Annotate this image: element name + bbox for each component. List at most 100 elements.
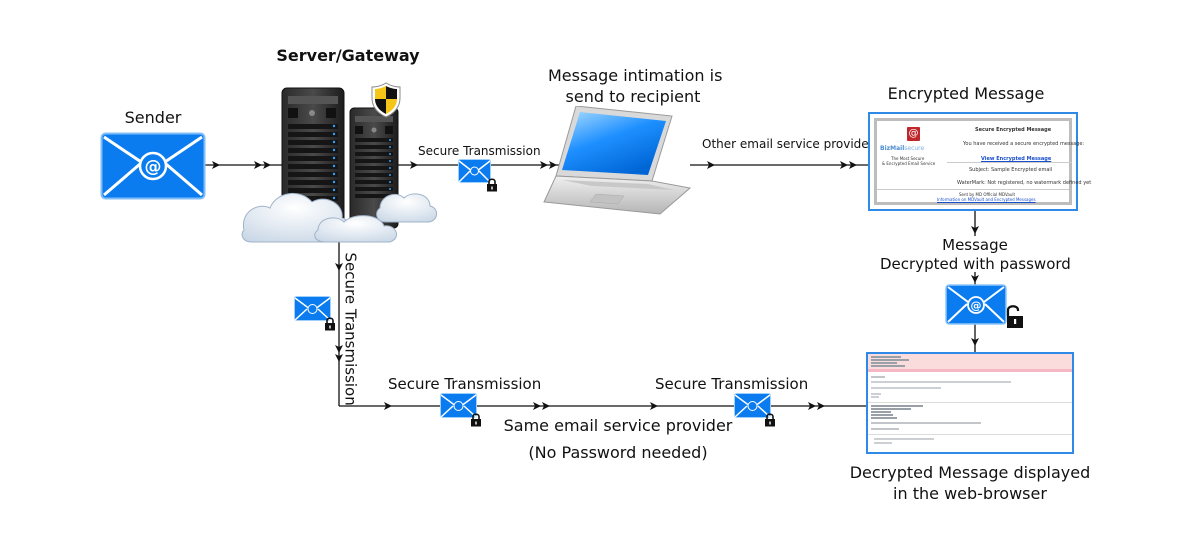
envelope-at-icon xyxy=(734,393,771,418)
unlocked-padlock-icon xyxy=(1006,305,1023,328)
server-label: Server/Gateway xyxy=(276,46,420,65)
text-line xyxy=(871,359,909,361)
text-line xyxy=(874,438,934,440)
arrowhead xyxy=(410,161,418,169)
encrypted-message-frame: @ BizMailsecure The Most Secure & Encryp… xyxy=(874,118,1091,205)
sender-envelope-icon[interactable]: @ xyxy=(100,132,206,200)
text-line xyxy=(871,393,881,395)
enc-heading: Secure Encrypted Message xyxy=(975,127,1052,133)
arrowhead xyxy=(849,161,857,169)
enc-footer-link[interactable]: Information on MDVault and Encrypted Mes… xyxy=(937,197,1036,202)
svg-text:@: @ xyxy=(145,157,162,177)
edge-label-bottom-second: Secure Transmission xyxy=(655,375,809,393)
arrowhead xyxy=(971,275,979,283)
secure-envelope-2 xyxy=(294,296,336,332)
brand-tagline-1: The Most Secure xyxy=(891,156,925,161)
envelope-at-icon xyxy=(458,159,491,183)
arrowhead xyxy=(971,226,979,234)
text-line xyxy=(874,442,892,444)
security-shield-icon xyxy=(371,82,401,118)
edge-label-server-laptop: Secure Transmission xyxy=(418,144,541,158)
email-header-bar xyxy=(868,369,1072,372)
decrypt-label-line2: Decrypted with password xyxy=(880,255,1071,273)
decrypted-envelope: @ xyxy=(945,284,1027,330)
text-line xyxy=(871,417,897,419)
secure-envelope-4 xyxy=(734,393,776,427)
text-line xyxy=(871,414,893,416)
arrowhead xyxy=(533,402,541,410)
envelope-at-icon xyxy=(294,296,331,321)
brand-name: BizMailsecure xyxy=(880,145,924,152)
edge-label-laptop-encrypted: Other email service provider xyxy=(702,137,874,151)
text-line xyxy=(871,428,899,430)
decrypted-message-browser-view[interactable] xyxy=(866,352,1074,454)
server-rack-icon xyxy=(241,87,437,243)
divider xyxy=(868,402,1072,403)
arrowheads xyxy=(212,161,979,410)
brand-name-part2: secure xyxy=(904,145,925,152)
arrowhead xyxy=(971,338,979,346)
decrypt-label-line1: Message xyxy=(942,236,1008,254)
arrowhead xyxy=(384,402,392,410)
text-line xyxy=(871,396,879,398)
divider xyxy=(868,434,1072,435)
email-header xyxy=(868,354,1072,369)
enc-subject: Subject: Sample Encrypted email xyxy=(969,167,1053,173)
text-line xyxy=(871,365,905,367)
arrowhead xyxy=(254,161,262,169)
arrowhead xyxy=(212,161,220,169)
arrowhead xyxy=(335,263,343,271)
locked-padlock-icon xyxy=(765,413,775,427)
enc-footer-1: Sent by MD Official MDVault xyxy=(959,192,1016,197)
text-line xyxy=(871,405,923,407)
brand-name-part1: BizMail xyxy=(880,145,905,152)
text-line xyxy=(871,376,885,378)
text-line xyxy=(871,356,901,358)
brand-logo-icon: @ xyxy=(907,127,920,141)
divider xyxy=(877,189,1069,190)
browser-label-line2: in the web-browser xyxy=(893,484,1047,503)
laptop-icon xyxy=(543,106,692,215)
text-line xyxy=(871,387,941,389)
edge-label-bottom-first: Secure Transmission xyxy=(388,375,542,393)
divider xyxy=(947,162,1072,163)
locked-padlock-icon xyxy=(471,413,481,427)
arrowhead xyxy=(817,402,825,410)
arrowhead xyxy=(335,345,343,353)
arrowhead xyxy=(335,354,343,362)
text-line xyxy=(871,408,911,410)
view-encrypted-message-link[interactable]: View Encrypted Message xyxy=(981,156,1052,162)
locked-padlock-icon xyxy=(325,317,335,331)
arrowhead xyxy=(549,161,557,169)
locked-padlock-icon xyxy=(487,178,497,192)
envelope-at-icon: @ xyxy=(945,284,1007,325)
sender-label: Sender xyxy=(124,108,182,127)
bottom-path-label-line1: Same email service provider xyxy=(503,416,733,435)
browser-label-line1: Decrypted Message displayed xyxy=(849,463,1091,482)
text-line xyxy=(871,411,891,413)
enc-watermark: WaterMark: Not registered, no watermark … xyxy=(957,180,1092,186)
arrowhead xyxy=(707,161,715,169)
secure-envelope-3 xyxy=(440,393,482,427)
envelope-at-icon xyxy=(440,393,477,418)
text-line xyxy=(871,422,981,424)
laptop-label-line1: Message intimation is xyxy=(548,66,723,85)
bottom-path-label-line2: (No Password needed) xyxy=(528,443,708,462)
arrowhead xyxy=(542,402,550,410)
arrowhead xyxy=(808,402,816,410)
arrowhead xyxy=(540,161,548,169)
encrypted-message-preview[interactable]: @ BizMailsecure The Most Secure & Encryp… xyxy=(868,112,1091,211)
enc-intro: You have received a secure encrypted mes… xyxy=(963,141,1085,147)
arrowhead xyxy=(263,161,271,169)
text-line xyxy=(871,381,1011,383)
brand-tagline-2: & Encrypted Email Service xyxy=(882,161,936,166)
secure-envelope-1 xyxy=(458,159,498,193)
text-line xyxy=(871,362,897,364)
svg-text:@: @ xyxy=(971,299,982,312)
edge-label-server-down: Secure Transmission xyxy=(341,252,360,406)
arrowhead xyxy=(650,402,658,410)
encrypted-message-label: Encrypted Message xyxy=(887,84,1045,103)
arrowhead xyxy=(840,161,848,169)
laptop-label-line2: send to recipient xyxy=(565,87,701,106)
